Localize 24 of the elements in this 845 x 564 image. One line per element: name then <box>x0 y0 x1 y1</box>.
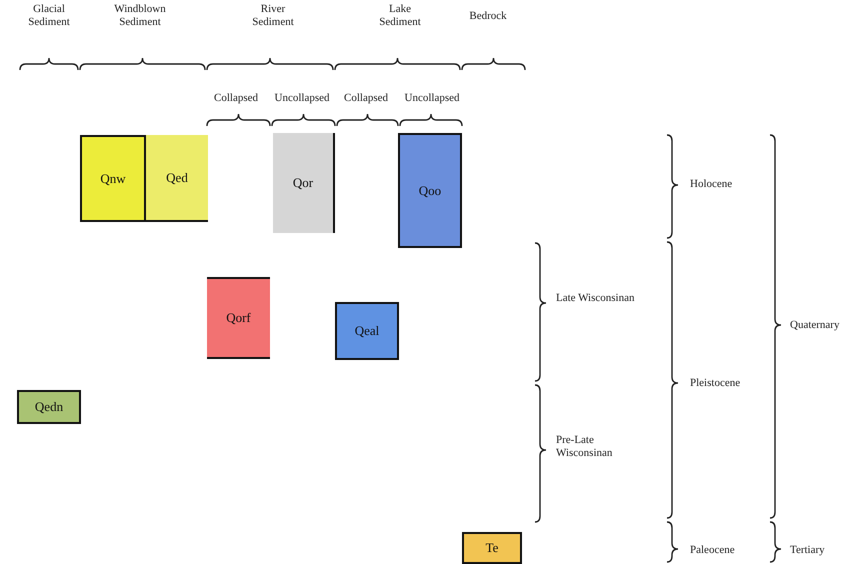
map-unit-box: Qnw <box>80 135 144 222</box>
epoch-label: Pleistocene <box>690 377 742 390</box>
column-heading: Windblown Sediment <box>113 3 167 28</box>
map-unit-box: Qorf <box>207 277 270 359</box>
map-unit-box: Te <box>462 532 522 564</box>
map-unit-box: Qeal <box>335 302 399 360</box>
epoch-label: Paleocene <box>690 544 736 557</box>
column-heading: Glacial Sediment <box>27 3 71 28</box>
age-label: Late Wisconsinan <box>556 292 636 305</box>
subcolumn-heading: Collapsed <box>343 92 389 105</box>
epoch-label: Holocene <box>690 178 734 191</box>
subcolumn-heading: Uncollapsed <box>274 92 330 105</box>
column-heading: River Sediment <box>251 3 295 28</box>
column-heading: Bedrock <box>468 10 508 23</box>
map-unit-box: Qor <box>273 133 335 233</box>
subcolumn-heading: Collapsed <box>213 92 259 105</box>
age-label: Pre-Late Wisconsinan <box>556 434 614 460</box>
subcolumn-heading: Uncollapsed <box>404 92 460 105</box>
column-heading: Lake Sediment <box>378 3 422 28</box>
period-label: Tertiary <box>790 544 826 557</box>
period-label: Quaternary <box>790 319 840 332</box>
map-unit-box: Qed <box>144 135 208 222</box>
map-unit-box: Qoo <box>398 133 462 248</box>
map-unit-box: Qedn <box>17 390 81 424</box>
